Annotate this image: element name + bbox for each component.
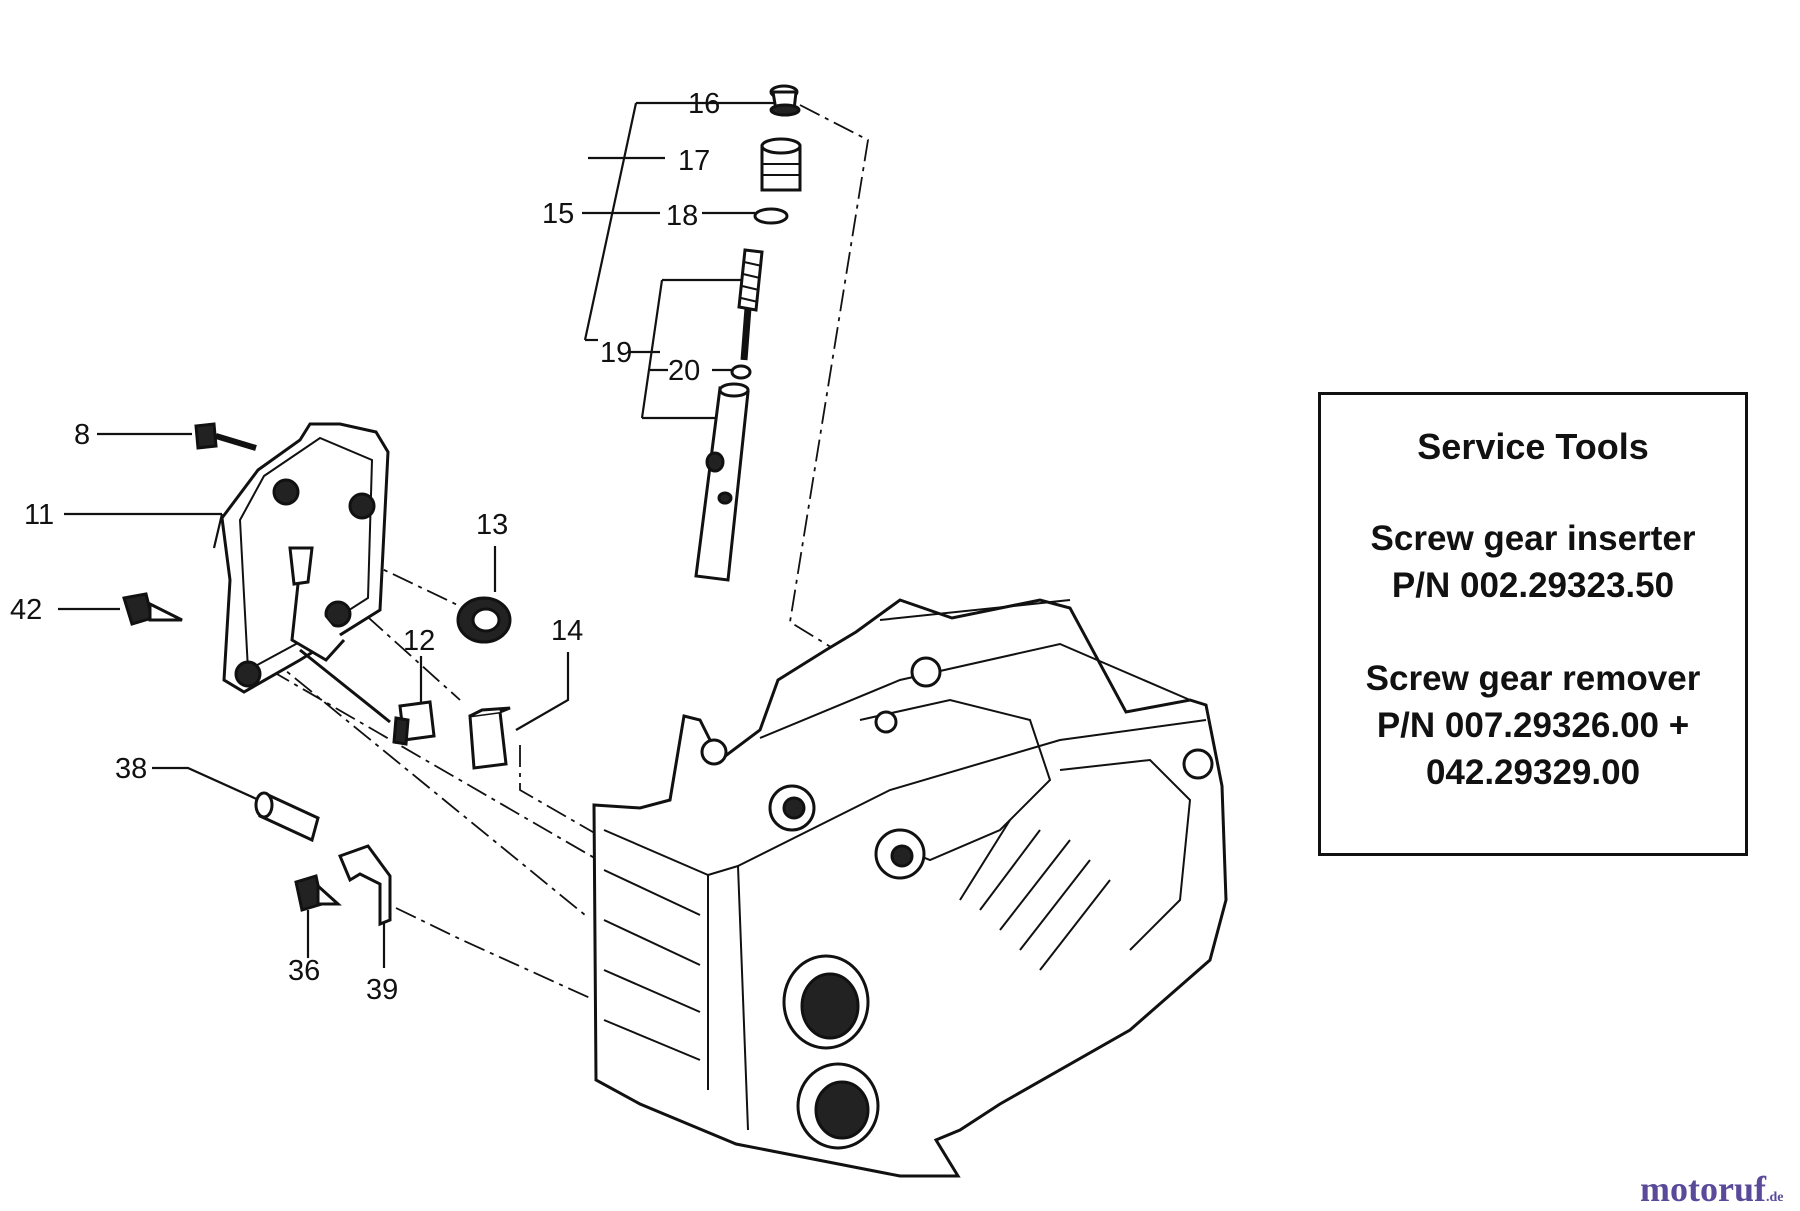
pump-cover [122,422,391,724]
watermark-logo: motoruf.de [1640,1168,1783,1210]
label-19: 19 [600,337,632,369]
label-14: 14 [551,615,583,647]
inserter-part-number: P/N 002.29323.50 [1391,566,1675,605]
inserter-name: Screw gear inserter [1370,519,1696,558]
label-36: 36 [288,955,320,987]
watermark-brand: motoruf [1640,1169,1766,1209]
part-labels: 16 17 15 18 19 20 8 11 42 13 14 12 38 36… [10,88,720,1006]
label-42: 42 [10,594,42,626]
label-12: 12 [403,625,435,657]
label-8: 8 [74,419,90,451]
screw-gear-remover: Screw gear remover P/N 007.29326.00 + 04… [1321,655,1745,796]
crankcase-housing [592,598,1228,1178]
label-17: 17 [678,145,710,177]
label-13: 13 [476,509,508,541]
service-tools-title: Service Tools [1417,426,1649,467]
label-18: 18 [666,200,698,232]
screw-gear-inserter: Screw gear inserter P/N 002.29323.50 [1321,515,1745,609]
label-15: 15 [542,198,574,230]
remover-name: Screw gear remover [1365,659,1701,698]
label-38: 38 [115,753,147,785]
assembly-lines [235,104,869,1000]
watermark-suffix: .de [1765,1190,1784,1205]
remover-part-number-1: P/N 007.29326.00 + [1376,706,1690,745]
small-parts [254,596,512,927]
service-tools-box: Service Tools Screw gear inserter P/N 00… [1318,392,1748,856]
label-39: 39 [366,974,398,1006]
label-11: 11 [24,499,54,531]
label-20: 20 [668,355,700,387]
label-16: 16 [688,88,720,120]
oil-pump-parts [694,84,802,582]
leader-lines [58,101,782,968]
remover-part-number-2: 042.29329.00 [1425,753,1641,792]
